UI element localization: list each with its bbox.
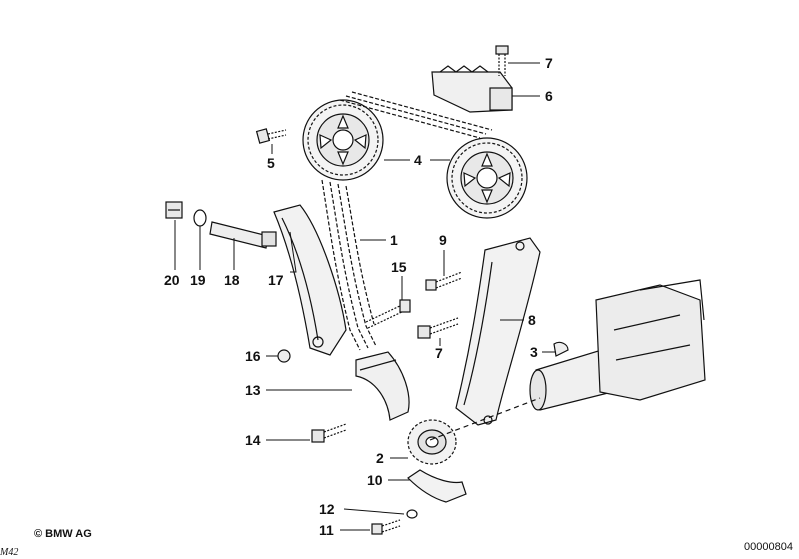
label-part-13: 13: [245, 382, 261, 398]
figure-number: 00000804: [744, 541, 793, 553]
bolt-14: [311, 423, 347, 443]
label-part-5: 5: [267, 155, 275, 171]
label-part-14: 14: [245, 432, 261, 448]
chain-guide-13: [355, 351, 410, 421]
bolt-7-lower: [417, 317, 459, 339]
label-part-11: 11: [319, 522, 334, 538]
washer-12: [406, 509, 418, 519]
guide-rail-left: [273, 204, 347, 356]
label-part-1: 1: [390, 232, 398, 248]
camshaft-sprocket-left: [302, 99, 384, 181]
washer-16: [277, 349, 291, 363]
label-part-6: 6: [545, 88, 553, 104]
label-part-7-lower: 7: [435, 345, 443, 361]
label-part-15: 15: [391, 259, 407, 275]
bolt-9: [425, 271, 463, 291]
label-part-19: 19: [190, 272, 206, 288]
tensioner-rail-top: [431, 65, 513, 113]
crankshaft-sprocket: [407, 419, 457, 465]
bolt-11: [371, 519, 401, 535]
leader-12: [343, 508, 405, 515]
corner-mark: M42: [0, 547, 19, 558]
crankshaft: [429, 279, 706, 441]
leader-17: [289, 231, 297, 273]
screw-plug: [165, 201, 183, 219]
label-part-8: 8: [528, 312, 536, 328]
tensioner-piston: [209, 221, 277, 249]
cover-10: [407, 469, 467, 503]
camshaft-sprocket-right: [446, 137, 528, 219]
bolt-5: [255, 128, 287, 144]
label-part-17: 17: [268, 272, 284, 288]
label-part-10: 10: [367, 472, 383, 488]
copyright-notice: © BMW AG: [34, 528, 92, 540]
seal-ring: [193, 209, 207, 227]
label-part-3: 3: [530, 344, 538, 360]
bolt-15: [365, 299, 411, 329]
label-part-2: 2: [376, 450, 384, 466]
label-part-20: 20: [164, 272, 180, 288]
label-part-16: 16: [245, 348, 261, 364]
timing-chain: [321, 91, 493, 351]
label-part-9: 9: [439, 232, 447, 248]
woodruff-key: [553, 341, 569, 357]
label-part-18: 18: [224, 272, 240, 288]
label-part-4: 4: [414, 152, 422, 168]
bolt-7-top: [495, 45, 509, 76]
label-part-12: 12: [319, 501, 335, 517]
label-part-7-top: 7: [545, 55, 553, 71]
guide-rail-right: [455, 237, 541, 426]
